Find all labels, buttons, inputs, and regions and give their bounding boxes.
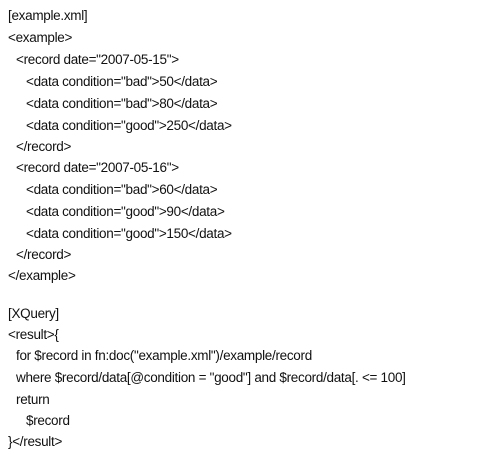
xquery-block-title: [XQuery] — [8, 306, 59, 321]
xml-line: <data condition="good">250</data> — [26, 118, 232, 133]
xquery-line: $record — [26, 413, 70, 428]
xml-line: <data condition="good">90</data> — [26, 204, 225, 219]
xml-block-title: [example.xml] — [8, 8, 88, 23]
xml-line: <data condition="bad">60</data> — [26, 182, 218, 197]
xquery-line: <result>{ — [8, 327, 59, 342]
xml-line: </example> — [8, 268, 76, 283]
xml-line: </record> — [16, 139, 72, 154]
xml-line: <record date="2007-05-16"> — [16, 160, 179, 175]
xml-line: <example> — [8, 30, 73, 45]
xquery-line: for $record in fn:doc("example.xml")/exa… — [16, 348, 312, 363]
xml-line: <record date="2007-05-15"> — [16, 52, 179, 67]
xml-line: <data condition="bad">50</data> — [26, 74, 218, 89]
xml-line: </record> — [16, 247, 72, 262]
xquery-line: return — [16, 392, 50, 407]
xml-line: <data condition="good">150</data> — [26, 226, 232, 241]
xml-line: <data condition="bad">80</data> — [26, 96, 218, 111]
xquery-line: where $record/data[@condition = "good"] … — [16, 370, 406, 385]
xquery-line: }</result> — [8, 434, 63, 449]
